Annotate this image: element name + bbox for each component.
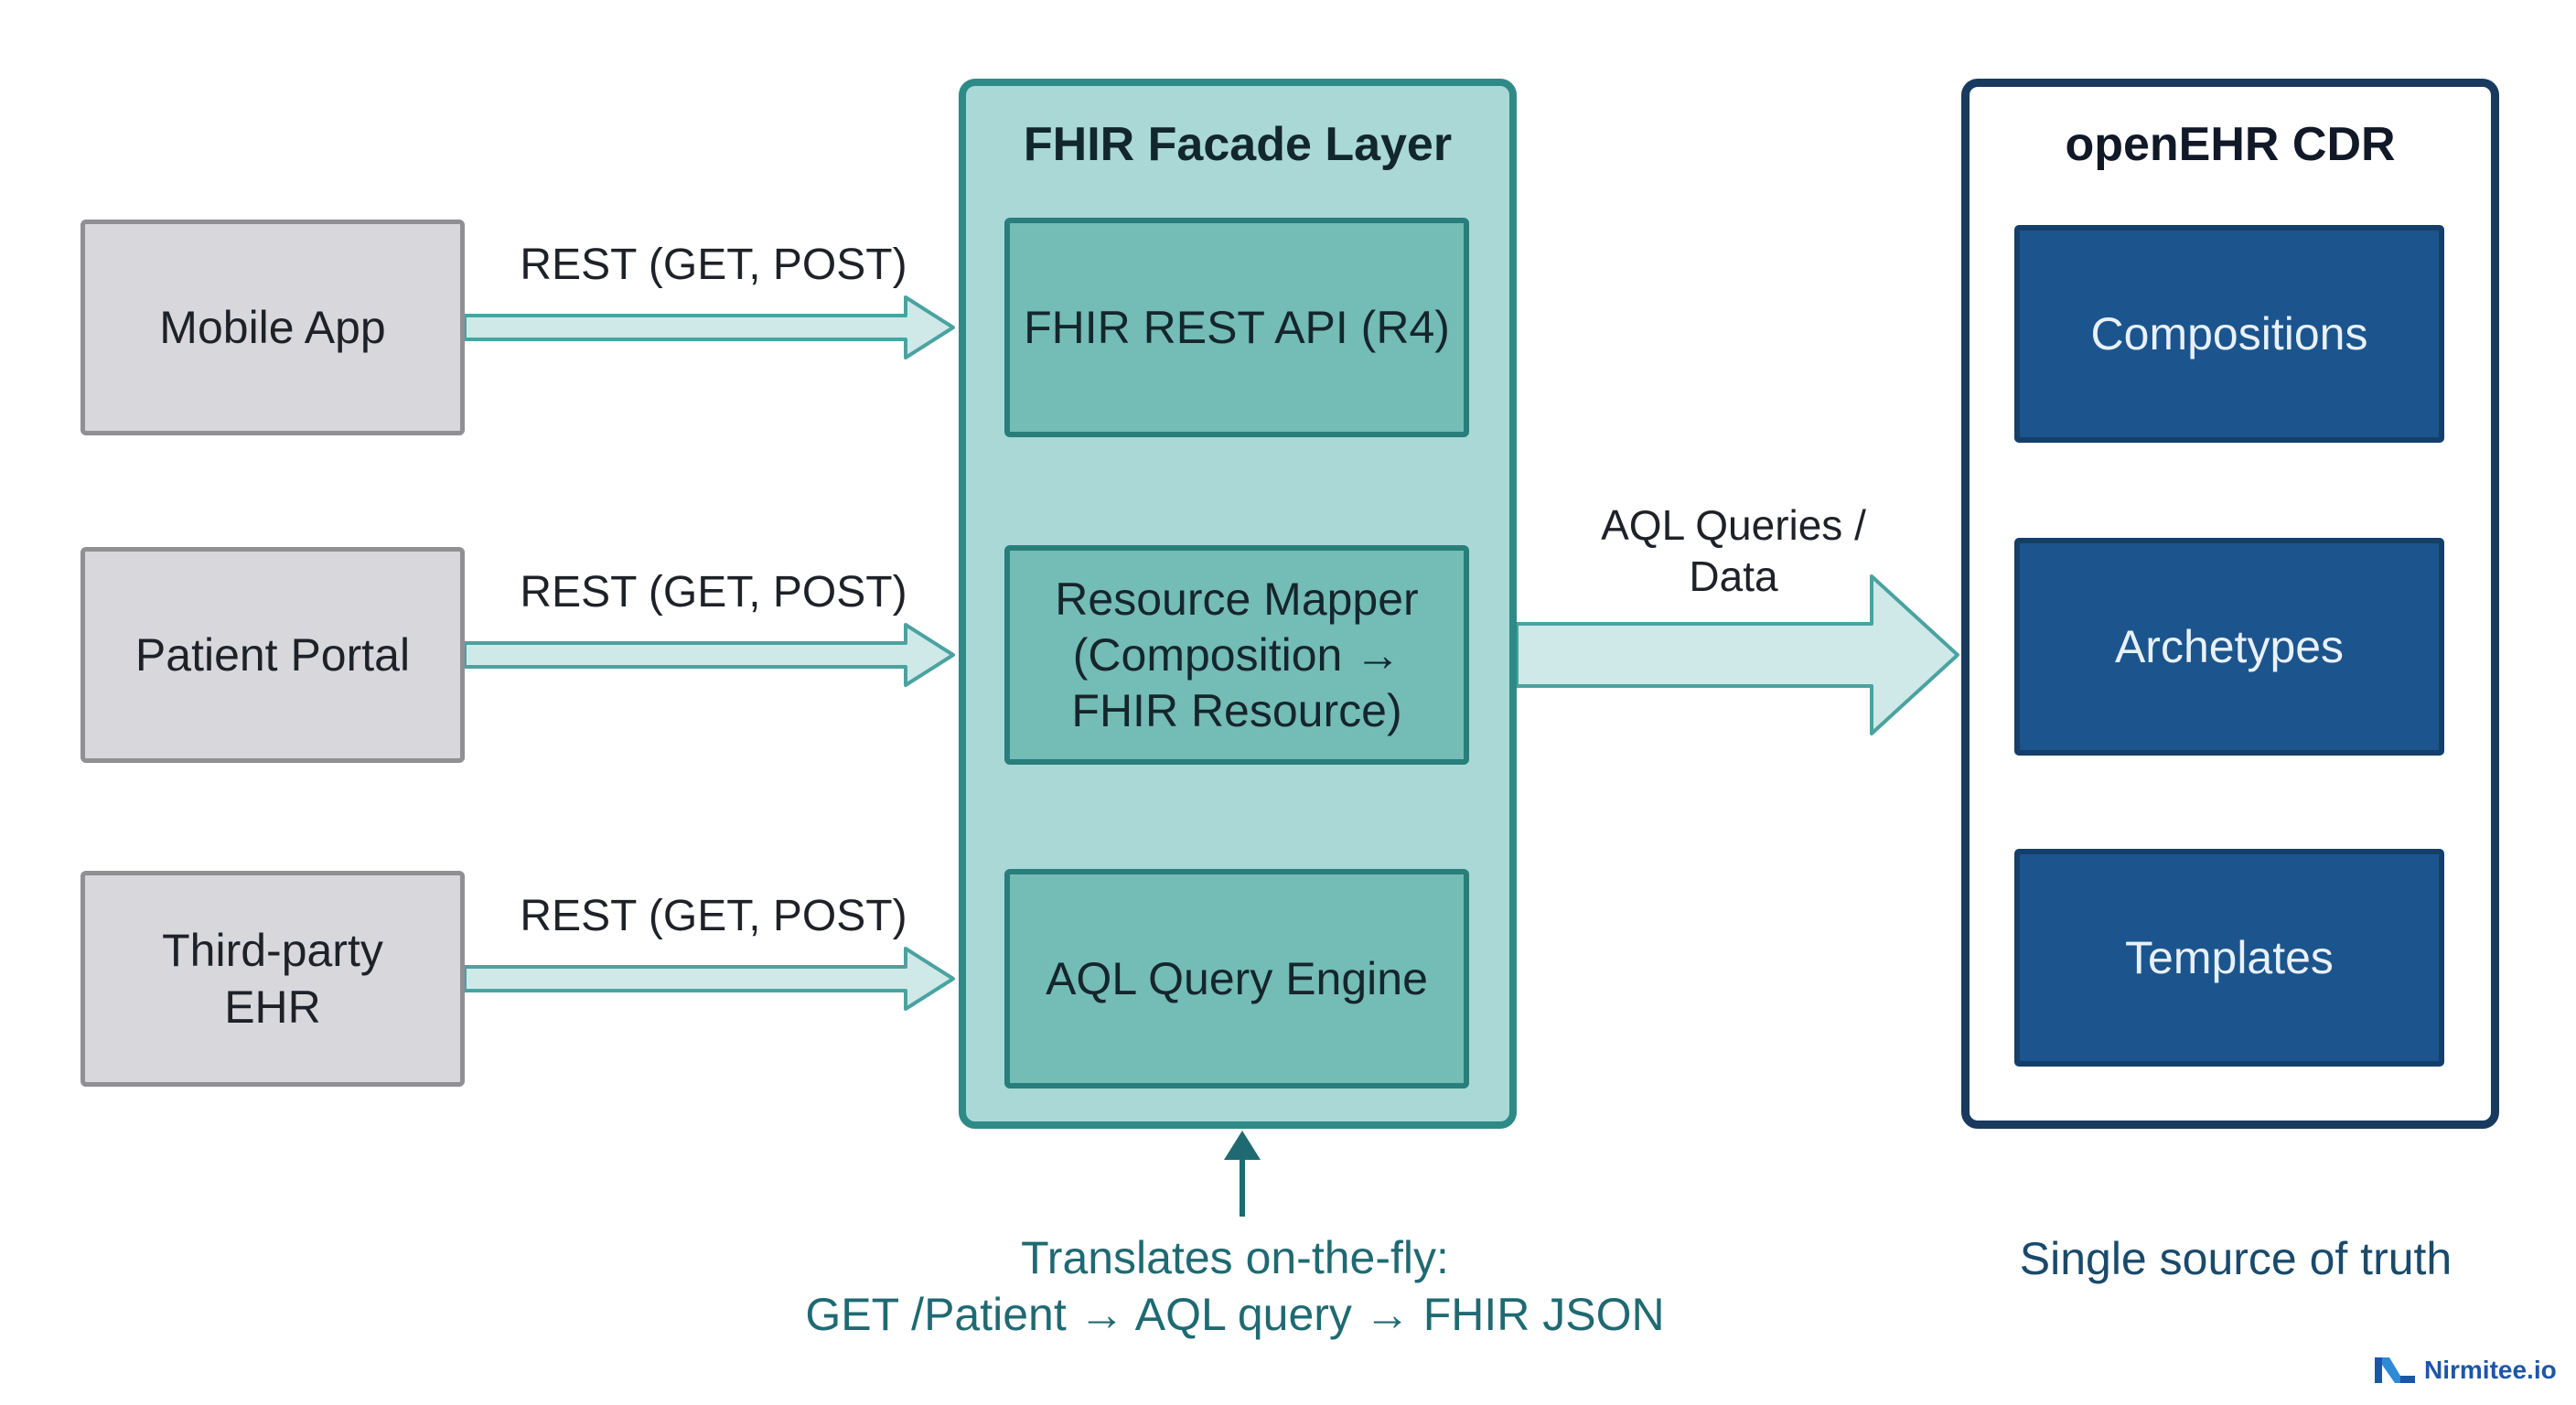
cdr-item-archetypes: Archetypes	[2014, 538, 2444, 756]
aql-link-line1: AQL Queries /	[1601, 501, 1866, 549]
component-aql-query-engine: AQL Query Engine	[1004, 869, 1469, 1089]
request-label: REST (GET, POST)	[520, 892, 907, 940]
aql-link-label: AQL Queries / Data	[1555, 499, 1912, 602]
request-arrow-third-party-ehr	[463, 947, 955, 1011]
cdr-item-templates: Templates	[2014, 849, 2444, 1067]
component-label: FHIR REST API (R4)	[1024, 301, 1450, 353]
cdr-title: openEHR CDR	[2065, 118, 2396, 171]
request-label: REST (GET, POST)	[520, 568, 907, 617]
aql-link-line2: Data	[1689, 552, 1778, 600]
aql-data-arrow	[1515, 574, 1959, 735]
client-patient-portal: Patient Portal	[80, 547, 465, 763]
request-arrow-patient-portal	[463, 623, 955, 687]
brand-logo: Nirmitee.io	[2373, 1352, 2565, 1389]
cdr-item-compositions: Compositions	[2014, 225, 2444, 443]
cdr-item-label: Templates	[2125, 932, 2334, 983]
component-label: Resource Mapper (Composition → FHIR Reso…	[1055, 573, 1419, 736]
cdr-item-label: Compositions	[2090, 308, 2368, 359]
client-label: Mobile App	[159, 302, 386, 353]
cdr-item-label: Archetypes	[2114, 621, 2345, 672]
facade-note-line1: Translates on-the-fly:	[1021, 1232, 1449, 1283]
facade-note-line2: GET /Patient → AQL query → FHIR JSON	[805, 1289, 1665, 1340]
client-label: Patient Portal	[134, 629, 411, 681]
nirmitee-logo-icon	[2375, 1357, 2415, 1383]
facade-note: Translates on-the-fly: GET /Patient → AQ…	[759, 1229, 1711, 1343]
brand-name: Nirmitee.io	[2424, 1356, 2557, 1384]
component-resource-mapper: Resource Mapper (Composition → FHIR Reso…	[1004, 545, 1469, 765]
cdr-caption: Single source of truth	[2019, 1233, 2453, 1284]
component-label: AQL Query Engine	[1046, 952, 1428, 1004]
request-label: REST (GET, POST)	[520, 241, 907, 289]
request-arrow-mobile-app	[463, 295, 955, 359]
facade-title: FHIR Facade Layer	[1023, 118, 1453, 171]
component-fhir-rest-api: FHIR REST API (R4)	[1004, 218, 1469, 437]
note-arrow-up	[1224, 1131, 1261, 1217]
client-third-party-ehr: Third-party EHR	[80, 871, 465, 1087]
client-mobile-app: Mobile App	[80, 220, 465, 435]
client-label: Third-party EHR	[162, 925, 383, 1033]
